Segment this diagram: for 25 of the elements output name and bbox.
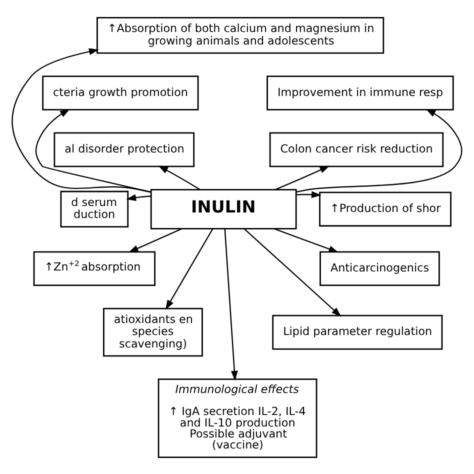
node-box: atioxidants en species scavenging) xyxy=(103,307,203,356)
node-box: al disorder protection xyxy=(54,132,195,167)
arrow xyxy=(274,228,339,252)
node-box: Immunological effects ↑ IgA secretion IL-2, IL-4 and IL-10 production Possible adjuvant (vaccine) xyxy=(158,378,318,458)
arrow xyxy=(165,228,214,310)
node-box: Colon cancer risk reduction xyxy=(269,132,444,167)
node-box: INULIN xyxy=(150,188,297,229)
node-box: Improvement in immune resp xyxy=(266,75,454,110)
arrow xyxy=(224,228,238,380)
arrow xyxy=(126,194,151,200)
arrow xyxy=(296,108,462,192)
arrow xyxy=(296,190,322,198)
node-box: ↑Absorption of both calcium and magnesium in growing animals and adolescents xyxy=(96,16,384,54)
arrow xyxy=(35,108,152,192)
arrow xyxy=(128,228,182,252)
arrow xyxy=(274,165,330,190)
node-box: Lipid parameter regulation xyxy=(272,314,443,350)
node-box: Anticarcinogenics xyxy=(320,250,440,286)
node-box: ↑Production of shor xyxy=(319,191,452,226)
node-box: d serum duction xyxy=(60,190,129,228)
arrow xyxy=(158,165,200,190)
arrow xyxy=(244,228,342,316)
node-box: cteria growth promotion xyxy=(42,75,199,110)
node-box: ↑Zn$^{+2}$ absorption xyxy=(33,250,156,286)
arrow xyxy=(12,48,151,192)
